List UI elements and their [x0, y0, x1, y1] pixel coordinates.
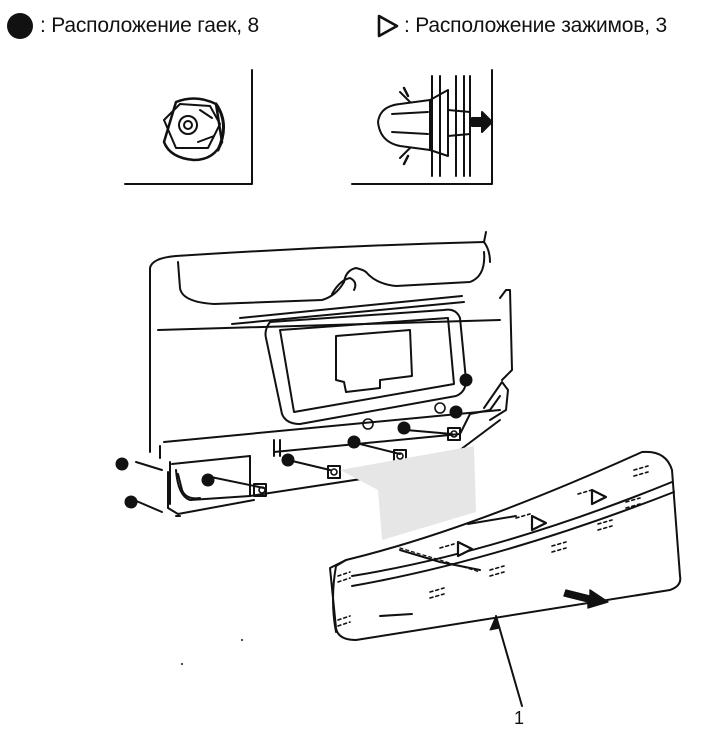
nut-marker	[201, 473, 215, 487]
legend-clips-label: : Расположение зажимов, 3	[404, 14, 667, 37]
callout-number-bumper: 1	[514, 708, 525, 728]
legend-clips: : Расположение зажимов, 3	[376, 8, 667, 44]
triangle-outline-icon	[377, 14, 399, 38]
nut-marker	[347, 435, 361, 449]
nut-marker	[124, 495, 138, 509]
nut-marker	[459, 373, 473, 387]
bumper-hole-markings	[337, 465, 649, 627]
legend-nuts-label: : Расположение гаек, 8	[40, 14, 259, 37]
bumper-shadow-panel	[340, 446, 476, 540]
nut-markers	[115, 373, 473, 509]
tailgate-body	[149, 231, 513, 505]
clip-marker	[456, 540, 474, 558]
nut-marker	[115, 457, 129, 471]
clip-marker	[590, 488, 608, 506]
removal-direction-arrow	[563, 589, 609, 609]
filled-circle-icon	[7, 13, 33, 39]
nut-marker	[281, 453, 295, 467]
clip-detail-view	[351, 69, 493, 185]
nut-marker	[397, 421, 411, 435]
legend-nuts: : Расположение гаек, 8	[6, 8, 259, 44]
callout-leader-1	[495, 615, 523, 707]
clip-marker	[530, 514, 548, 532]
nut-marker	[449, 405, 463, 419]
nut-detail-view	[124, 69, 253, 185]
clip-markers	[456, 488, 608, 558]
